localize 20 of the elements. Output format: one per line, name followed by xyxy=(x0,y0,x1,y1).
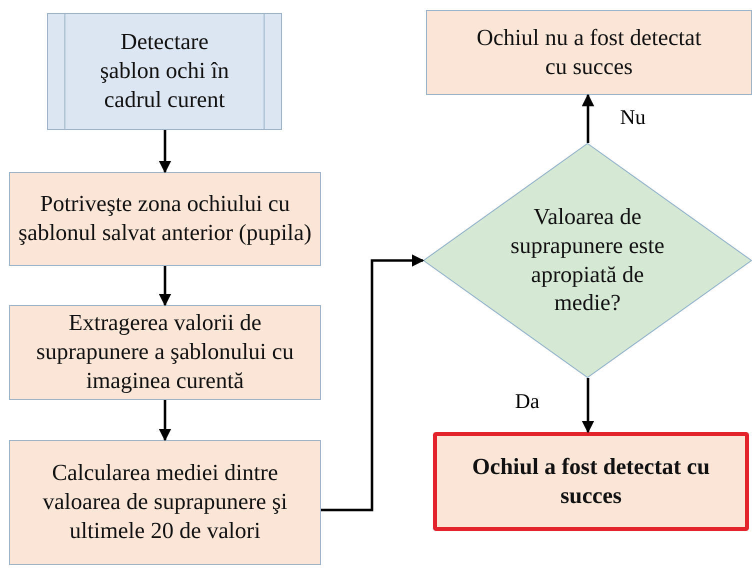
decision-diamond xyxy=(423,143,752,378)
node-text: Valoarea de suprapunere este apropiată de medie? xyxy=(510,203,666,318)
arrow xyxy=(158,266,172,306)
arrow xyxy=(582,378,594,434)
arrow xyxy=(321,254,424,512)
arrow xyxy=(582,94,594,143)
node-text: Ochiul nu a fost detectat cu succes xyxy=(476,24,702,80)
node-text: Potriveşte zona ochiului cu şablonul salvat anterior (pupila) xyxy=(17,190,313,247)
process-box xyxy=(9,172,321,266)
process-box xyxy=(9,305,321,400)
process-box xyxy=(426,10,752,95)
node-text: Calcularea mediei dintre valoarea de suprapunere şi ultimele 20 de valori xyxy=(42,459,288,545)
predefined-process-box xyxy=(47,13,282,130)
process-box xyxy=(9,440,321,565)
arrow xyxy=(158,400,172,442)
arrow xyxy=(158,130,172,174)
result-box xyxy=(433,432,749,531)
node-text: Extragerea valorii de suprapunere a şablonului cu imaginea curentă xyxy=(35,309,295,395)
node-text: Ochiul a fost detectat cu succes xyxy=(471,452,711,510)
node-text: Detectare şablon ochi în cadrul curent xyxy=(98,28,230,114)
